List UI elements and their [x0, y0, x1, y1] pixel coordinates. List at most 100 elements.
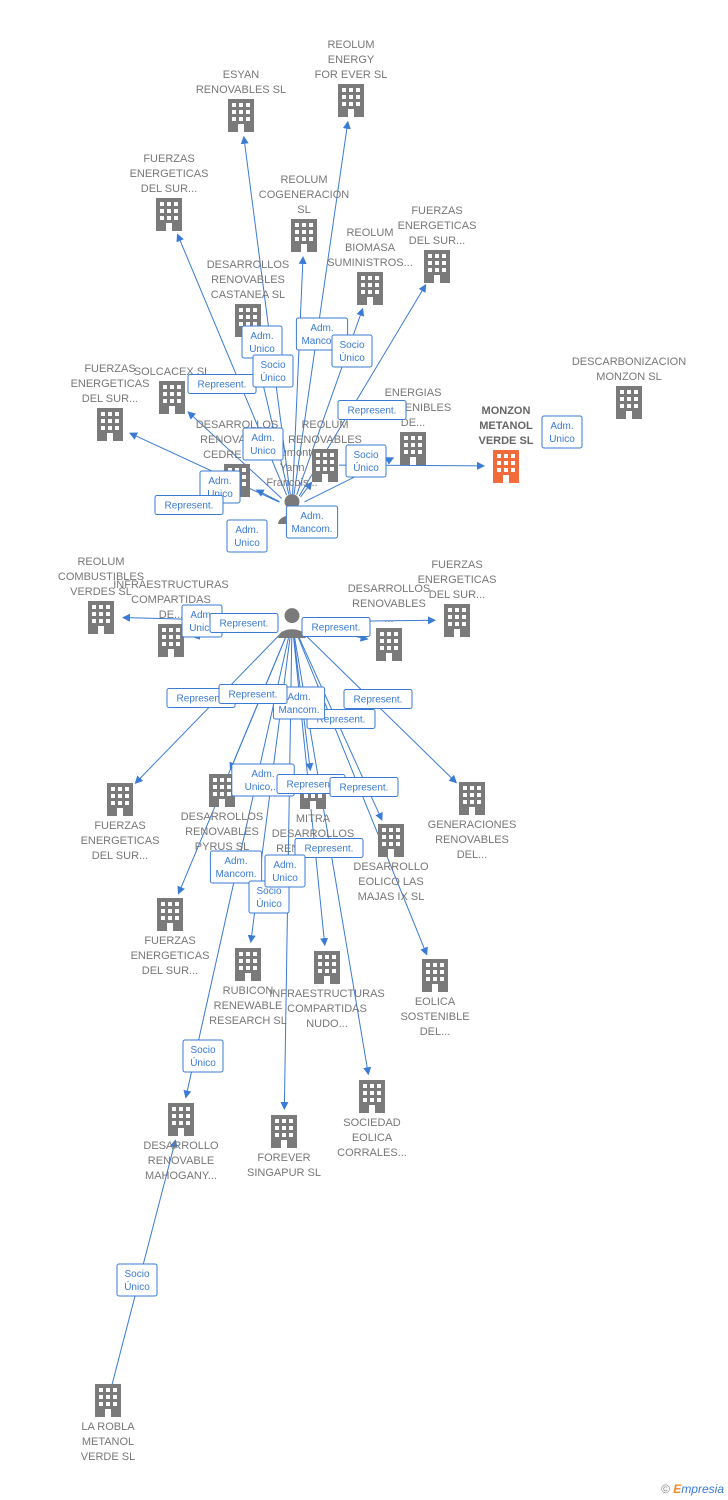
edge-label-text: Represent. [340, 783, 389, 794]
footer-brand[interactable]: © Empresia [661, 1482, 724, 1496]
edge-label-box [218, 684, 288, 704]
building-icon [338, 84, 364, 117]
edge-label-5[interactable]: Represent. [337, 400, 407, 420]
node-mahogany[interactable]: DESARROLLORENOVABLEMAHOGANY... [143, 1103, 219, 1182]
brand-e-logo: E [673, 1482, 682, 1496]
node-label: REOLUM [77, 556, 124, 568]
node-label: METANOL [82, 1436, 134, 1448]
edge-label-box [331, 334, 373, 368]
edge-label-box [285, 505, 339, 539]
building-icon [616, 386, 642, 419]
node-label: CORRALES... [337, 1147, 407, 1159]
building-icon [97, 408, 123, 441]
edge-label-2[interactable]: Represent. [187, 374, 257, 394]
edge-label-text: Único [190, 1056, 216, 1069]
edge-label-text: Adm. [235, 525, 258, 536]
node-label: RENOVABLES [288, 434, 362, 446]
edge-label-15[interactable]: Represent. [301, 617, 371, 637]
node-generaciones[interactable]: GENERACIONESRENOVABLESDEL... [428, 782, 517, 861]
edge-label-8[interactable]: Represent. [154, 495, 224, 515]
node-infra1[interactable]: INFRAESTRUCTURASCOMPARTIDASDE... [113, 579, 229, 657]
node-label: LA ROBLA [81, 1421, 135, 1433]
building-icon [376, 628, 402, 661]
node-label: MAHOGANY... [145, 1170, 217, 1182]
edge-label-12[interactable]: Adm.Mancom. [285, 505, 339, 539]
node-eolica[interactable]: EOLICASOSTENIBLEDEL... [400, 959, 470, 1038]
edge-label-14[interactable]: Represent. [209, 613, 279, 633]
edge-label-21[interactable]: Represent. [294, 838, 364, 858]
node-label: RENEWABLE [214, 1000, 283, 1012]
edge-label-9[interactable]: Adm.Unico [541, 415, 583, 449]
node-des_ren[interactable]: DESARROLLOSRENOVABLES... [348, 583, 431, 661]
edge-label-box [242, 427, 284, 461]
node-reolum_bio[interactable]: REOLUMBIOMASASUMINISTROS... [327, 227, 413, 305]
edge-label-box [294, 838, 364, 858]
building-icon [357, 272, 383, 305]
node-label: FUERZAS [431, 559, 482, 571]
edge-label-19[interactable]: Represent. [276, 774, 346, 794]
edge-label-0[interactable]: Adm.Unico [241, 325, 283, 359]
edge-label-11[interactable]: Adm.Unico [226, 519, 268, 553]
node-label: FUERZAS [144, 935, 195, 947]
node-label: ENERGETICAS [130, 168, 209, 180]
edge-label-text: Socio [260, 360, 285, 371]
edges-layer [111, 120, 486, 1387]
edge-label-6[interactable]: Adm.Unico [242, 427, 284, 461]
edge-laroble-to-mahogany [111, 1139, 178, 1387]
edge-label-16[interactable]: Represent. [343, 689, 413, 709]
edge-label-box [301, 617, 371, 637]
edge-label-28[interactable]: Represent. [218, 684, 288, 704]
edge-label-20[interactable]: Represent. [329, 777, 399, 797]
edge-label-text: Adm. [250, 331, 273, 342]
edge-label-text: Adm. [208, 476, 231, 487]
building-icon [424, 250, 450, 283]
edge-label-text: Mancom. [278, 705, 319, 716]
edge-label-box [182, 1039, 224, 1073]
node-label: SL [297, 204, 310, 216]
node-label: NUDO... [306, 1018, 348, 1030]
edge-label-text: Socio [124, 1269, 149, 1280]
edge-label-text: Unico [272, 873, 298, 884]
node-label: RENOVABLE [148, 1155, 214, 1167]
edge-label-22[interactable]: Adm.Mancom. [209, 850, 263, 884]
node-label: ENERGETICAS [81, 835, 160, 847]
node-label: REOLUM [327, 39, 374, 51]
edge-dumont-to-solcacex [187, 411, 283, 499]
node-label: RENOVABLES [352, 598, 426, 610]
edge-label-text: Adm. [287, 692, 310, 703]
node-label: SUMINISTROS... [327, 257, 413, 269]
building-icon [291, 219, 317, 252]
node-infra2[interactable]: INFRAESTRUCTURASCOMPARTIDASNUDO... [269, 951, 385, 1030]
building-icon [228, 99, 254, 132]
node-corrales[interactable]: SOCIEDADEOLICACORRALES... [337, 1080, 407, 1159]
edge-label-24[interactable]: Adm.Unico [264, 854, 306, 888]
edge-label-text: Represent. [220, 619, 269, 630]
node-label: REOLUM [346, 227, 393, 239]
